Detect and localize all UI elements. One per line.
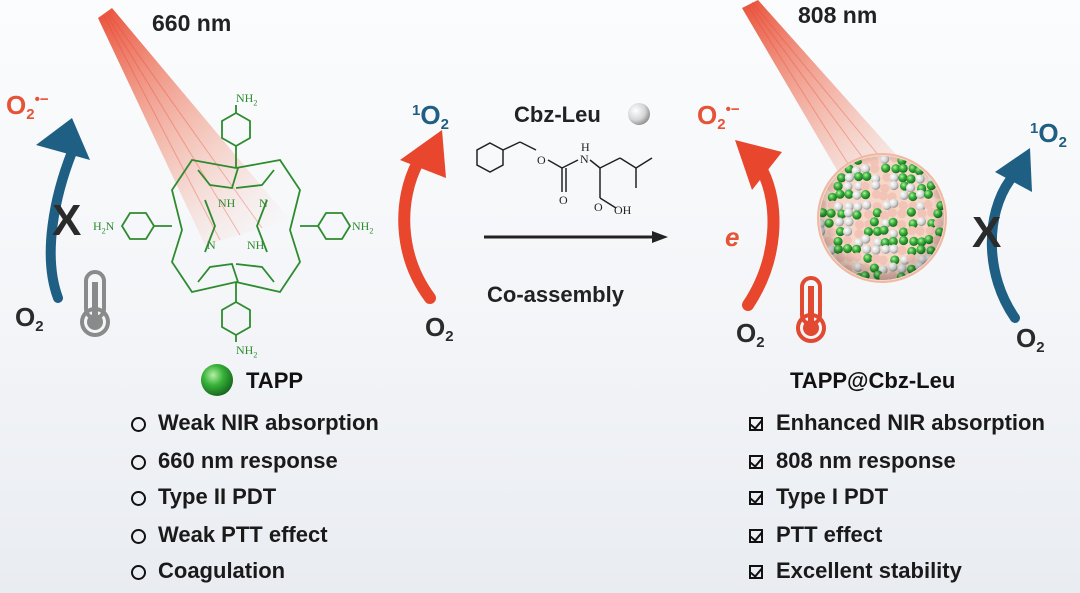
right-blocked-mark: X bbox=[972, 208, 1002, 257]
thermometer-icon bbox=[80, 270, 110, 337]
circle-bullet-icon bbox=[131, 417, 146, 432]
feature-item: PTT effect bbox=[776, 522, 883, 547]
tapp-structure bbox=[120, 105, 352, 342]
amine-top: NH2 bbox=[236, 91, 258, 108]
feature-item: 808 nm response bbox=[776, 448, 956, 473]
feature-item: Coagulation bbox=[158, 558, 286, 583]
feature-item: Weak NIR absorption bbox=[158, 410, 379, 435]
curved-arrow-icon bbox=[36, 118, 90, 303]
checkbox-icon bbox=[749, 565, 763, 579]
cbz-leu-structure bbox=[476, 141, 653, 209]
ring-nh-top: NH bbox=[218, 196, 236, 210]
feature-item: 660 nm response bbox=[158, 448, 338, 473]
left-o2-source: O2 bbox=[15, 302, 44, 335]
right-wavelength-label: 808 nm bbox=[798, 2, 878, 28]
checkbox-icon bbox=[749, 455, 763, 469]
feature-item: Excellent stability bbox=[776, 558, 962, 583]
checkbox-icon bbox=[749, 491, 763, 505]
ring-nh-bottom: NH bbox=[247, 238, 265, 252]
left-o2-source-2: O2 bbox=[425, 312, 454, 345]
feature-item: Type I PDT bbox=[776, 484, 889, 509]
curved-arrow-icon bbox=[735, 140, 782, 311]
left-superoxide-label: O2•− bbox=[6, 90, 49, 123]
chem-oh: OH bbox=[614, 203, 632, 217]
nanoparticle-icon bbox=[817, 153, 947, 283]
right-o2-source: O2 bbox=[736, 318, 765, 351]
left-wavelength-label: 660 nm bbox=[152, 10, 232, 36]
amine-left: H2N bbox=[93, 219, 115, 236]
green-sphere-icon bbox=[201, 364, 233, 396]
process-label: Co-assembly bbox=[487, 282, 624, 307]
feature-item: Enhanced NIR absorption bbox=[776, 410, 1045, 435]
curved-arrow-icon bbox=[398, 130, 446, 304]
chem-n: N bbox=[580, 152, 589, 166]
circle-bullet-icon bbox=[131, 529, 146, 544]
white-sphere-icon bbox=[628, 103, 650, 125]
right-o2-source-2: O2 bbox=[1016, 323, 1045, 356]
chem-o-ether: O bbox=[537, 153, 546, 167]
reaction-arrow bbox=[484, 231, 668, 243]
circle-bullet-icon bbox=[131, 565, 146, 580]
ring-n-right: N bbox=[259, 196, 268, 210]
left-blocked-mark: X bbox=[52, 196, 82, 245]
chem-h: H bbox=[581, 140, 590, 154]
amine-bottom: NH2 bbox=[236, 343, 258, 360]
circle-bullet-icon bbox=[131, 491, 146, 506]
left-singlet-oxygen-label: 1O2 bbox=[412, 100, 449, 133]
ring-n-left: N bbox=[207, 238, 216, 252]
curved-arrow-icon bbox=[986, 148, 1032, 323]
thermometer-icon bbox=[796, 276, 826, 343]
electron-label: e bbox=[725, 222, 740, 252]
feature-item: Type II PDT bbox=[158, 484, 277, 509]
assembly-name: TAPP@Cbz-Leu bbox=[790, 368, 956, 393]
feature-item: Weak PTT effect bbox=[158, 522, 328, 547]
checkbox-icon bbox=[749, 417, 763, 431]
reagent-label: Cbz-Leu bbox=[514, 102, 601, 127]
right-singlet-oxygen-label: 1O2 bbox=[1030, 118, 1067, 151]
checkbox-icon bbox=[749, 529, 763, 543]
light-beam-icon bbox=[98, 8, 290, 245]
chem-o-carbonyl: O bbox=[559, 193, 568, 207]
right-superoxide-label: O2•− bbox=[697, 100, 740, 133]
tapp-name: TAPP bbox=[246, 368, 304, 393]
chem-o-acid: O bbox=[594, 200, 603, 214]
amine-right: NH2 bbox=[352, 219, 374, 236]
circle-bullet-icon bbox=[131, 455, 146, 470]
